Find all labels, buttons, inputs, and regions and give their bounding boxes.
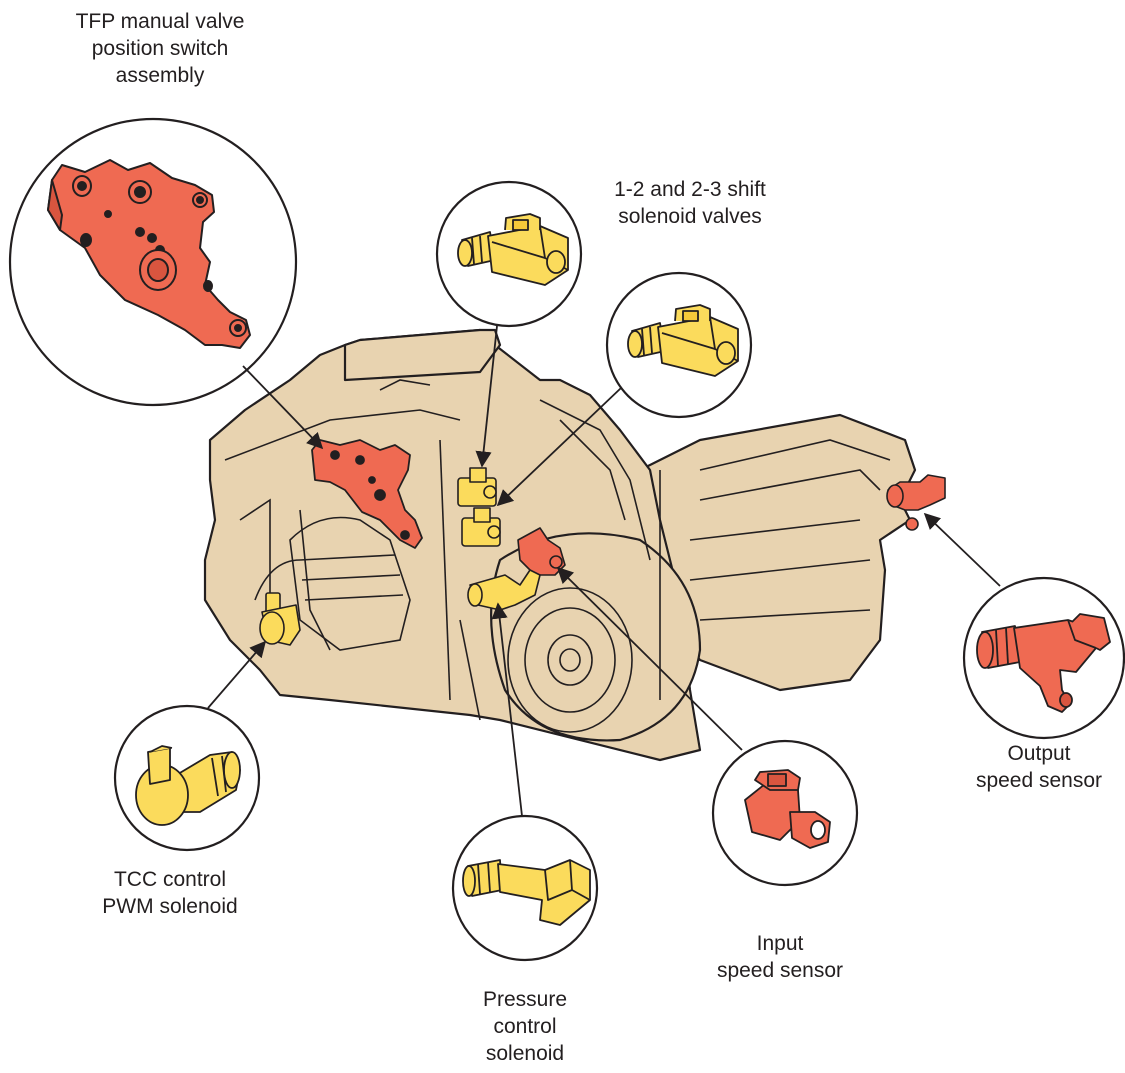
shift-solenoid-callout-2: [607, 273, 751, 417]
shift-solenoid-label: 1-2 and 2-3 shift solenoid valves: [570, 176, 810, 230]
shift-label-line-1: 1-2 and 2-3 shift: [570, 176, 810, 203]
input-sensor-label: Input speed sensor: [690, 930, 870, 984]
output-sensor-label: Output speed sensor: [953, 740, 1125, 794]
pressure-label-line-2: control: [440, 1013, 610, 1040]
tcc-leader: [208, 642, 265, 708]
tfp-switch-label: TFP manual valve position switch assembl…: [40, 8, 280, 89]
tfp-switch-callout: [10, 119, 296, 405]
pressure-label-line-3: solenoid: [440, 1040, 610, 1067]
output-sensor-callout: [964, 578, 1124, 738]
top-cover: [345, 330, 500, 380]
tcc-label-line-1: TCC control: [60, 866, 280, 893]
tfp-label-line-1: TFP manual valve: [40, 8, 280, 35]
shift-label-line-2: solenoid valves: [570, 203, 810, 230]
input-label-line-2: speed sensor: [690, 957, 870, 984]
pressure-solenoid-callout: [453, 816, 597, 960]
pressure-solenoid-label: Pressure control solenoid: [440, 986, 610, 1067]
output-label-line-2: speed sensor: [953, 767, 1125, 794]
tcc-solenoid-callout: [115, 706, 259, 850]
input-sensor-callout: [713, 741, 857, 885]
input-label-line-1: Input: [690, 930, 870, 957]
tcc-solenoid-label: TCC control PWM solenoid: [60, 866, 280, 920]
output-label-line-1: Output: [953, 740, 1125, 767]
shift-solenoid-callout-1: [437, 182, 581, 326]
transmission-housing: [205, 330, 915, 760]
converter-cover: [491, 533, 700, 740]
tfp-label-line-2: position switch: [40, 35, 280, 62]
tcc-label-line-2: PWM solenoid: [60, 893, 280, 920]
output-leader: [925, 514, 1000, 586]
tfp-label-line-3: assembly: [40, 62, 280, 89]
pressure-label-line-1: Pressure: [440, 986, 610, 1013]
